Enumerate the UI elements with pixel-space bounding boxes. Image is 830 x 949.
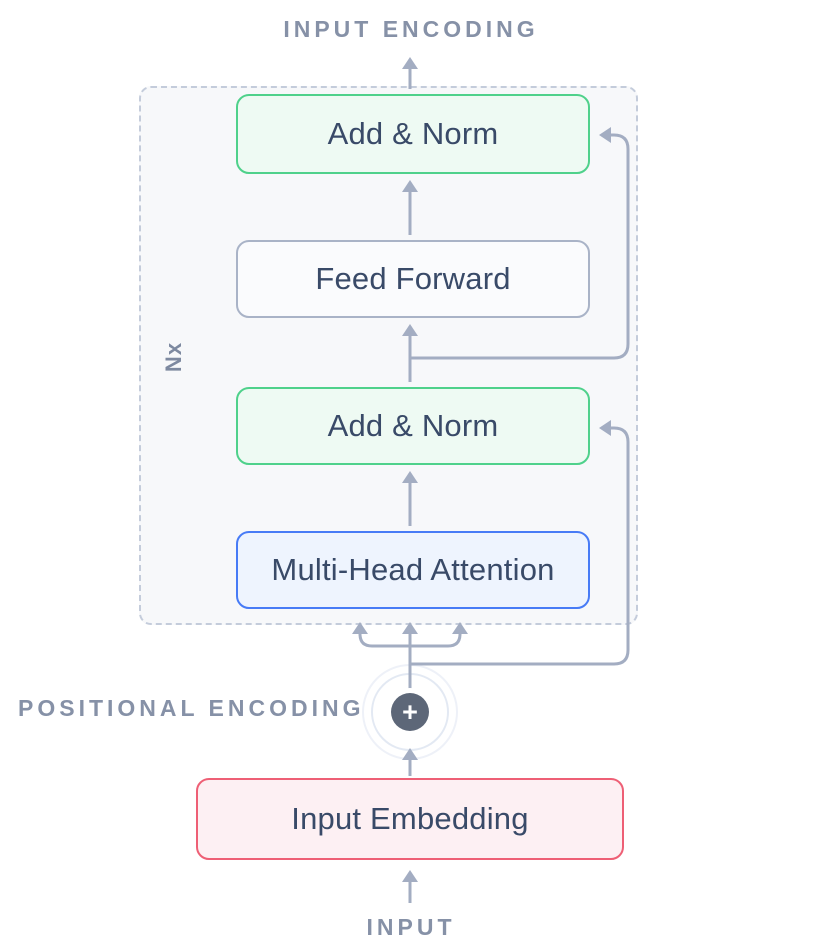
add-norm-block-top: Add & Norm bbox=[236, 94, 590, 174]
input-label: INPUT bbox=[366, 914, 456, 940]
repeat-nx-label: Nx bbox=[161, 341, 186, 373]
multi-head-attention-block: Multi-Head Attention bbox=[236, 531, 590, 609]
input-embedding-label: Input Embedding bbox=[291, 801, 529, 836]
add-norm-top-label: Add & Norm bbox=[327, 116, 499, 151]
arrow-fan-right-icon bbox=[410, 622, 468, 648]
multi-head-attention-label: Multi-Head Attention bbox=[271, 552, 555, 587]
feed-forward-label: Feed Forward bbox=[315, 261, 511, 296]
plus-circle-icon: + bbox=[391, 693, 429, 731]
input-encoding-label: INPUT ENCODING bbox=[283, 16, 539, 42]
plus-sign: + bbox=[402, 696, 418, 727]
positional-encoding-label: POSITIONAL ENCODING bbox=[18, 695, 365, 721]
add-norm-block-mid: Add & Norm bbox=[236, 387, 590, 465]
add-norm-mid-label: Add & Norm bbox=[327, 408, 499, 443]
input-embedding-block: Input Embedding bbox=[196, 778, 624, 860]
feed-forward-block: Feed Forward bbox=[236, 240, 590, 318]
arrow-fan-left-icon bbox=[352, 622, 410, 648]
